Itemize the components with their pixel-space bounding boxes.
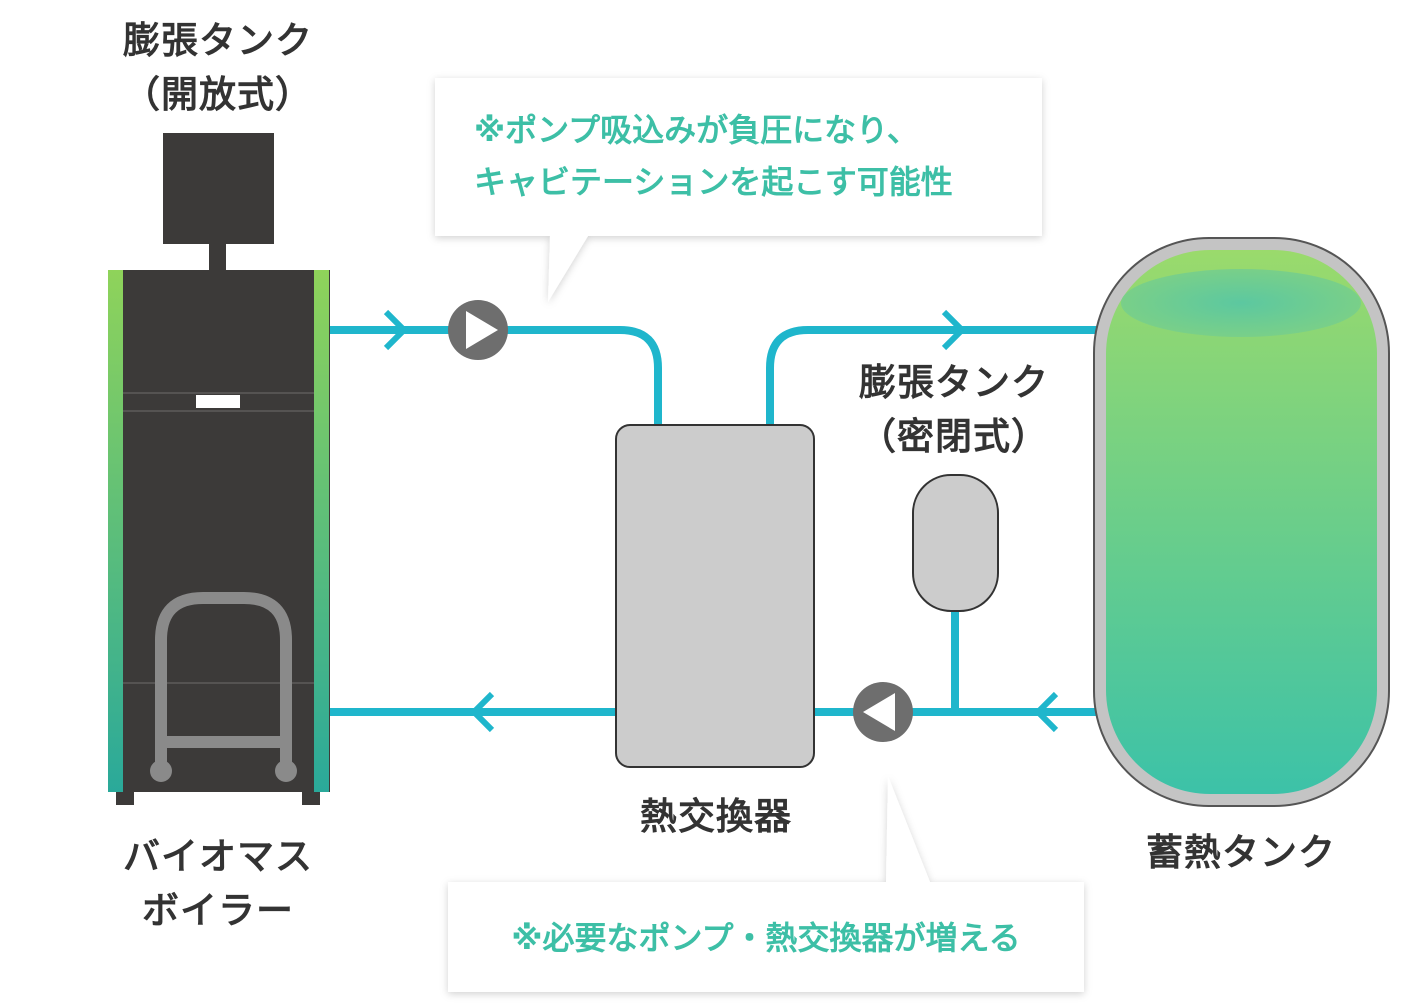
cart-wheel-left: [150, 760, 172, 782]
open-tank-connector: [209, 244, 226, 270]
heat-exchanger: [615, 424, 815, 768]
boiler-label: バイオマス ボイラー: [96, 830, 340, 938]
callout-top-line1: ※ポンプ吸込みが負圧になり、: [474, 111, 919, 149]
open-tank-label-line1: 膨張タンク: [123, 19, 313, 62]
storage-tank: [1093, 237, 1390, 807]
callout-bottom: [448, 776, 1084, 992]
callout-top-line2: キャビテーションを起こす可能性: [474, 163, 953, 201]
boiler-label-line2: ボイラー: [142, 889, 294, 932]
heat-exchanger-label: 熱交換器: [640, 795, 792, 838]
closed-tank-label-line2: （密閉式）: [859, 415, 1049, 458]
pump-lower: [853, 682, 913, 742]
storage-tank-water: [1106, 250, 1377, 794]
boiler-body: [108, 270, 330, 792]
boiler-foot-right: [302, 792, 320, 805]
pump-direction-icon: [466, 311, 498, 349]
supply-pipe-boiler-to-exchanger: [330, 326, 662, 425]
open-tank-body: [163, 133, 274, 244]
callout-top: [435, 78, 1042, 302]
flow-arrow-icon: [469, 691, 495, 733]
boiler-green-strip-left: [108, 270, 123, 792]
flow-arrow-icon: [1033, 691, 1059, 733]
storage-tank-label: 蓄熱タンク: [1146, 831, 1336, 874]
pump-direction-icon: [863, 693, 895, 731]
flow-arrow-icon: [383, 309, 409, 351]
boiler-label-line1: バイオマス: [123, 835, 313, 878]
closed-expansion-tank: [912, 474, 999, 612]
open-tank-label: 膨張タンク （開放式）: [96, 14, 340, 122]
callout-bottom-text: ※必要なポンプ・熱交換器が増える: [511, 919, 1021, 957]
flow-arrow-icon: [941, 309, 967, 351]
boiler-cart-handle: [155, 592, 292, 770]
open-tank-label-line2: （開放式）: [123, 73, 313, 116]
boiler-display: [196, 395, 240, 408]
pump-upper: [448, 300, 508, 360]
closed-tank-label-line1: 膨張タンク: [859, 361, 1049, 404]
open-expansion-tank: [163, 133, 274, 270]
storage-tank-water-surface: [1121, 269, 1361, 337]
boiler-foot-left: [116, 792, 134, 805]
flow-arrows: [383, 309, 1059, 733]
biomass-boiler: [108, 270, 330, 805]
callout-top-text: ※ポンプ吸込みが負圧になり、 キャビテーションを起こす可能性: [474, 104, 953, 208]
boiler-green-strip-right: [314, 270, 329, 792]
closed-tank-label: 膨張タンク （密閉式）: [832, 356, 1076, 464]
cart-wheel-right: [275, 760, 297, 782]
supply-pipe-exchanger-to-storage: [766, 326, 1098, 425]
